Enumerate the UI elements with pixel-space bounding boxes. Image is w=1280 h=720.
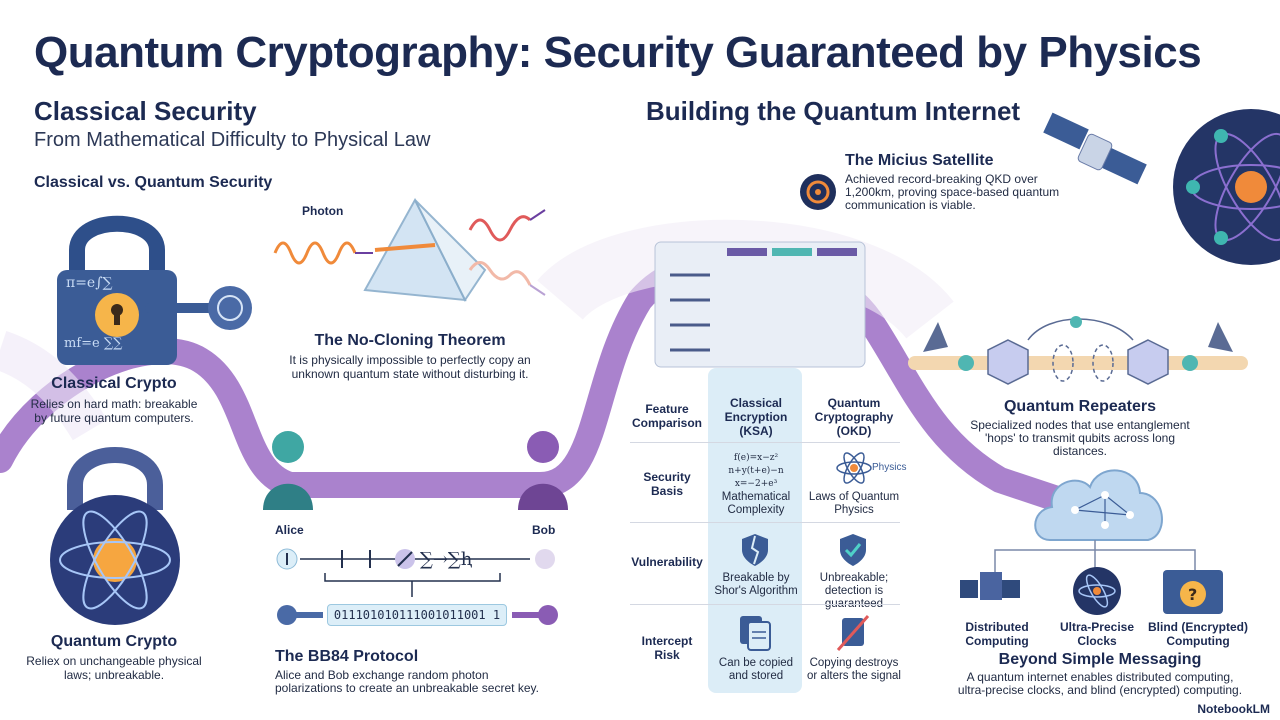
- beyond-desc: A quantum internet enables distributed c…: [957, 670, 1243, 697]
- bob-avatar: [518, 431, 568, 510]
- atom-icon: [836, 452, 872, 484]
- table-header-quantum: Quantum Cryptography (OKD): [814, 396, 894, 438]
- quantum-repeater-chain: [908, 316, 1248, 385]
- no-cloning-desc: It is physically impossible to perfectly…: [289, 353, 531, 381]
- micius-desc: Achieved record-breaking QKD over 1,200k…: [845, 172, 1060, 212]
- broken-shield-icon: [742, 534, 768, 566]
- table-header-feature: Feature Comparison: [631, 402, 702, 430]
- quantum-internet-heading: Building the Quantum Internet: [646, 96, 1021, 126]
- repeaters-title: Quantum Repeaters: [1003, 398, 1157, 415]
- row-label-security-basis: Security Basis: [643, 470, 691, 498]
- bb84-title: The BB84 Protocol: [275, 648, 419, 665]
- beyond-item-clocks: Ultra-Precise Clocks: [1059, 620, 1135, 648]
- cell-security-classical: Mathematical Complexity: [721, 491, 791, 516]
- quantum-atom-icon: [1173, 109, 1280, 265]
- alice-key-icon: [277, 605, 323, 625]
- table-divider: [630, 522, 900, 523]
- svg-text:π=e∫∑: π=e∫∑: [66, 275, 113, 291]
- prism-icon: [363, 197, 487, 302]
- satellite-icon: [1043, 112, 1147, 185]
- bob-key-icon: [512, 605, 558, 625]
- cell-security-quantum: Laws of Quantum Physics: [808, 491, 900, 516]
- quantum-crypto-desc: Reliex on unchangeable physical laws; un…: [26, 654, 202, 682]
- beyond-item-blind: Blind (Encrypted) Computing: [1148, 620, 1249, 648]
- svg-text:?: ?: [1188, 585, 1197, 604]
- quantum-cloud-icon: [1034, 469, 1163, 541]
- no-cloning-title: The No-Cloning Theorem: [314, 332, 506, 349]
- copy-document-icon: [740, 616, 771, 651]
- quantum-lock-icon: [50, 447, 180, 625]
- encrypted-window-icon: ?: [1163, 570, 1223, 614]
- padlock-icon: π=e∫∑ mf=e ∑∑: [57, 215, 177, 365]
- classical-security-subheading: From Mathematical Difficulty to Physical…: [34, 129, 431, 151]
- cell-vulnerability-classical: Breakable by Shor's Algorithm: [714, 572, 798, 597]
- table-header-card: [654, 241, 866, 368]
- satellite-dish-badge: [800, 174, 836, 210]
- page-title: Quantum Cryptography: Security Guarantee…: [34, 28, 1202, 77]
- physics-tag: Physics: [872, 462, 907, 473]
- svg-text:mf=e ∑∑: mf=e ∑∑: [64, 336, 123, 351]
- chip-icon: [960, 572, 1020, 600]
- table-divider: [630, 442, 900, 443]
- photon-label: Photon: [302, 204, 344, 218]
- section-label: Classical vs. Quantum Security: [34, 174, 273, 191]
- photon-wave-icon: [273, 241, 373, 265]
- alice-label: Alice: [275, 523, 304, 537]
- table-divider: [630, 604, 900, 605]
- cell-intercept-quantum: Copying destroys or alters the signal: [807, 657, 901, 682]
- clock-atom-icon: [1073, 567, 1121, 615]
- key-icon: [145, 286, 252, 330]
- table-header-classical: Classical Encryption (KSA): [724, 396, 788, 438]
- polarization-sequence: ∑→∑ⱨ: [276, 548, 555, 597]
- cell-vulnerability-quantum: Unbreakable; detection is guaranteed: [819, 572, 889, 610]
- row-label-intercept-risk: Intercept Risk: [641, 634, 693, 662]
- no-copy-icon: [836, 615, 870, 651]
- shared-key-bits: 011101010111001011001 1: [327, 604, 507, 626]
- svg-text:∑→∑ⱨ: ∑→∑ⱨ: [420, 549, 473, 570]
- bob-label: Bob: [532, 523, 556, 537]
- classical-crypto-desc: Relies on hard math: breakable by future…: [30, 397, 198, 425]
- beyond-item-distributed: Distributed Computing: [965, 620, 1029, 648]
- split-photon-icon: [468, 209, 546, 296]
- notebooklm-logo: NotebookLM: [1197, 702, 1270, 716]
- repeaters-desc: Specialized nodes that use entanglement …: [970, 418, 1190, 458]
- bb84-desc: Alice and Bob exchange random photon pol…: [275, 668, 539, 695]
- beyond-title: Beyond Simple Messaging: [998, 651, 1202, 668]
- micius-title: The Micius Satellite: [845, 152, 994, 169]
- row-label-vulnerability: Vulnerability: [631, 555, 703, 569]
- alice-avatar: [263, 431, 313, 510]
- cell-intercept-classical: Can be copied and stored: [718, 657, 794, 682]
- classical-crypto-title: Classical Crypto: [51, 375, 177, 392]
- check-shield-icon: [840, 534, 866, 566]
- classical-security-heading: Classical Security: [34, 96, 257, 126]
- quantum-crypto-title: Quantum Crypto: [50, 633, 178, 650]
- formula-text: f(e)=x−z² n+y(t+e)−n x=−2+e³: [728, 453, 784, 489]
